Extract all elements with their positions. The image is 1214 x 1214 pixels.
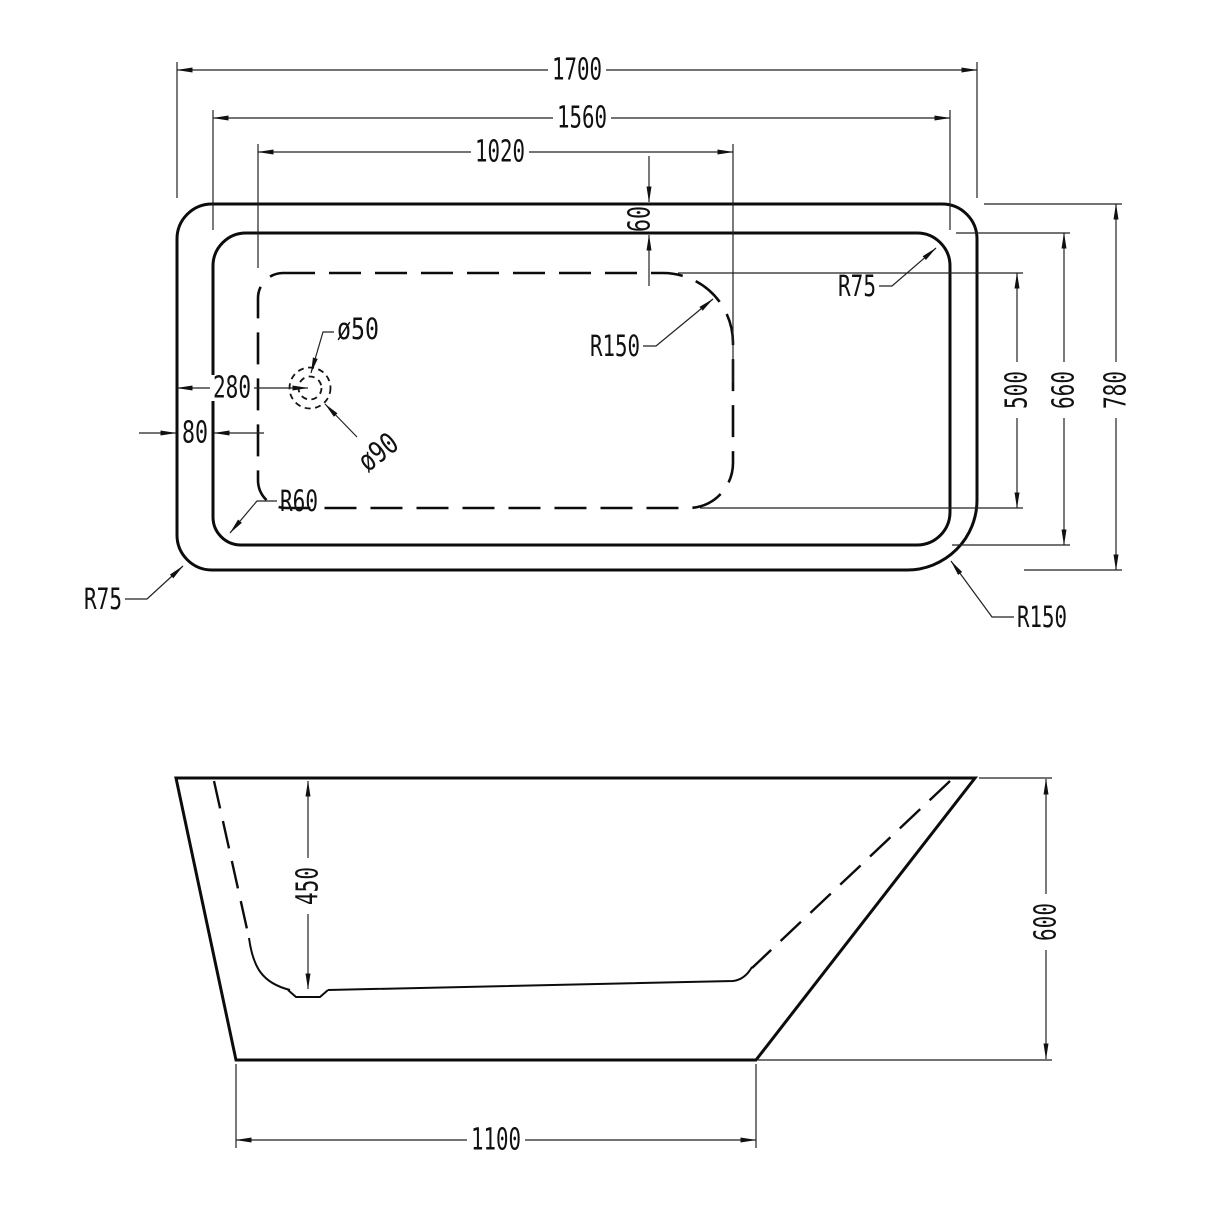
dim-text-60: 60 bbox=[623, 206, 658, 232]
dim-text-600: 600 bbox=[1029, 903, 1064, 941]
dim-overall-height: 600 bbox=[979, 777, 1064, 1060]
leader-drain-small: ø50 bbox=[310, 312, 379, 374]
dim-overall-length: 1700 bbox=[176, 53, 978, 198]
side-view: 450 600 1100 bbox=[174, 776, 1064, 1158]
basin-bottom-outline bbox=[256, 271, 735, 510]
dim-text-500: 500 bbox=[1000, 371, 1035, 409]
label-inner-bottom-left-radius: R60 bbox=[280, 484, 318, 518]
outer-outline bbox=[175, 202, 979, 572]
dim-rim-side-width: 80 bbox=[139, 416, 264, 451]
label-inner-top-right-radius: R75 bbox=[838, 269, 876, 303]
label-outer-bottom-right-radius: R150 bbox=[1017, 600, 1067, 634]
dim-text-1020: 1020 bbox=[475, 135, 525, 170]
dim-rim-width: 660 bbox=[952, 232, 1082, 546]
dim-text-1700: 1700 bbox=[552, 53, 602, 88]
dim-overall-width: 780 bbox=[984, 203, 1134, 571]
dim-text-280: 280 bbox=[213, 371, 251, 406]
dim-base-length: 1100 bbox=[235, 1064, 757, 1158]
top-view: 1700 1560 1020 60 280 bbox=[84, 53, 1134, 635]
dim-rim-length: 1560 bbox=[212, 101, 951, 230]
label-drain-large: ø90 bbox=[351, 426, 405, 479]
dim-text-450: 450 bbox=[291, 867, 326, 905]
leader-outer-bottom-right-radius: R150 bbox=[950, 560, 1067, 634]
leader-drain-large: ø90 bbox=[324, 403, 405, 479]
dim-text-80: 80 bbox=[182, 416, 208, 451]
dim-inner-depth: 450 bbox=[291, 780, 326, 990]
label-drain-small: ø50 bbox=[337, 312, 379, 346]
side-drain-recess bbox=[287, 989, 329, 998]
dim-drain-offset: 280 bbox=[176, 371, 309, 406]
inner-rim-outline bbox=[211, 231, 952, 547]
label-basin-radius: R150 bbox=[590, 329, 640, 363]
dim-text-780: 780 bbox=[1099, 371, 1134, 409]
side-left-fillet bbox=[248, 937, 291, 991]
label-outer-bottom-left-radius: R75 bbox=[84, 582, 122, 616]
side-right-inner-wall bbox=[751, 780, 951, 969]
dim-basin-length: 1020 bbox=[257, 135, 734, 383]
leader-inner-bottom-left-radius: R60 bbox=[229, 484, 318, 534]
leader-inner-top-right-radius: R75 bbox=[838, 247, 937, 303]
dim-text-1560: 1560 bbox=[557, 101, 607, 136]
dim-basin-width: 500 bbox=[678, 272, 1035, 509]
side-left-inner-wall bbox=[212, 780, 251, 939]
side-profile-outline bbox=[174, 776, 979, 1062]
side-floor-line bbox=[327, 966, 753, 991]
dim-text-1100: 1100 bbox=[471, 1123, 521, 1158]
leader-basin-radius: R150 bbox=[590, 298, 714, 363]
leader-outer-bottom-left-radius: R75 bbox=[84, 565, 184, 616]
dim-text-660: 660 bbox=[1047, 371, 1082, 409]
dim-rim-top-width: 60 bbox=[623, 156, 658, 286]
